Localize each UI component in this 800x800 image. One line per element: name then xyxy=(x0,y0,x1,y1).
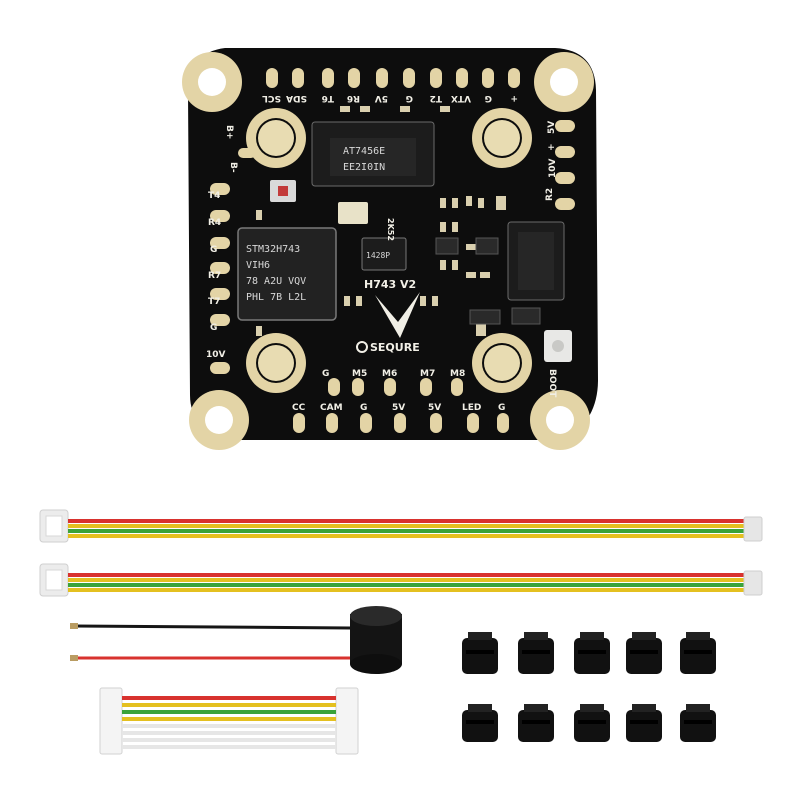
pad-label: CC xyxy=(292,403,306,413)
ribbon-cable xyxy=(99,687,359,755)
osd-text-2: EE2I0IN xyxy=(343,162,385,173)
jst-cable-1 xyxy=(39,509,763,543)
pad-label: + xyxy=(510,93,518,103)
pad-label: T2 xyxy=(430,93,442,103)
pad-label: G xyxy=(210,323,217,333)
pad-label: LED xyxy=(462,403,481,413)
mount-hole-bottom-left xyxy=(189,390,249,450)
pad-label: G xyxy=(322,369,329,379)
jst-cable-2 xyxy=(39,563,763,597)
brand-icon xyxy=(356,341,368,353)
osd-text-1: AT7456E xyxy=(343,146,385,157)
sequre-logo-mark xyxy=(375,292,420,338)
grommet xyxy=(680,632,716,674)
pad-label: VTX xyxy=(451,93,471,103)
pad-label: R4 xyxy=(208,218,221,228)
baro-sensor xyxy=(338,202,368,224)
inner-mount-hole-br xyxy=(472,333,532,393)
grommet xyxy=(574,632,610,674)
mount-hole-top-left xyxy=(182,52,242,112)
pad-label: M8 xyxy=(450,369,465,379)
boot-button xyxy=(544,330,572,362)
pad-label: 5V xyxy=(428,403,441,413)
inductors xyxy=(435,237,541,325)
grommet xyxy=(462,704,498,742)
inner-mount-hole-bl xyxy=(246,333,306,393)
inner-mount-hole-tl xyxy=(246,108,306,168)
pad-label: 10V xyxy=(206,350,226,360)
pad-label: T7 xyxy=(208,297,220,307)
boot-label: BOOT xyxy=(547,369,557,398)
left-pad-column xyxy=(210,183,230,374)
top-pad-labels: SCL SDA T6 R6 5V G T2 VTX G + xyxy=(262,93,518,103)
pad-label: G xyxy=(210,245,217,255)
mcu-text-2: VIH6 xyxy=(246,260,270,271)
pad-label: SCL xyxy=(262,93,281,103)
pad-label: T4 xyxy=(208,191,220,201)
small-chip-top: 2K52 xyxy=(386,218,395,241)
pad-label: M5 xyxy=(352,369,367,379)
bottom-pad-row xyxy=(293,413,509,433)
grommet xyxy=(518,704,554,742)
pad-label: G xyxy=(406,93,413,103)
pad-label: B+ xyxy=(224,125,234,139)
right-pad-column xyxy=(555,120,575,210)
right-pad-labels: 5V + 10V R2 xyxy=(545,121,558,201)
grommet xyxy=(626,632,662,674)
motor-pad-labels: G M5 M6 M7 M8 xyxy=(322,369,465,379)
grommet xyxy=(680,704,716,742)
inner-mount-hole-tr xyxy=(472,108,532,168)
pad-label: + xyxy=(547,143,557,151)
grommet-set xyxy=(462,632,716,742)
grommet xyxy=(574,704,610,742)
bottom-pad-labels: CC CAM G 5V 5V LED G xyxy=(292,403,505,413)
grommet xyxy=(462,632,498,674)
pad-label: B- xyxy=(228,162,238,173)
left-pad-labels: T4 R4 G R7 T7 G 10V B+ B- xyxy=(206,125,238,360)
pad-label: R6 xyxy=(347,93,360,103)
pad-label: G xyxy=(485,93,492,103)
small-chip: 1428P xyxy=(361,237,407,271)
grommet xyxy=(518,632,554,674)
pad-label: R2 xyxy=(545,188,555,201)
mcu-text-4: PHL 7B L2L xyxy=(246,292,306,303)
flight-controller-board: SCL SDA T6 R6 5V G T2 VTX G + T4 R4 G R7 xyxy=(182,48,598,450)
pad-label: 5V xyxy=(375,93,388,103)
pad-label: G xyxy=(360,403,367,413)
mount-hole-bottom-right xyxy=(530,390,590,450)
buzzer xyxy=(70,606,402,674)
pad-label: M7 xyxy=(420,369,435,379)
mcu-text-3: 78 A2U VQV xyxy=(246,276,306,287)
pad-label: 5V xyxy=(392,403,405,413)
pad-label: M6 xyxy=(382,369,397,379)
pad-label: SDA xyxy=(286,93,307,103)
small-chip-text: 1428P xyxy=(366,251,390,260)
top-pad-row xyxy=(266,68,520,88)
pad-label: R7 xyxy=(208,271,221,281)
mcu-text-1: STM32H743 xyxy=(246,244,300,255)
pad-label: CAM xyxy=(320,403,343,413)
model-label: H743 V2 xyxy=(364,278,416,291)
osd-chip: AT7456E EE2I0IN xyxy=(311,121,435,187)
brand-label: SEQURE xyxy=(370,341,420,354)
flash-chip xyxy=(507,221,565,301)
pad-label: 10V xyxy=(548,158,558,178)
pad-label: 5V xyxy=(547,121,557,134)
motor-pad-row xyxy=(328,378,463,396)
grommet xyxy=(626,704,662,742)
pad-label: T6 xyxy=(322,93,334,103)
passive-components xyxy=(256,106,506,336)
mcu-chip: STM32H743 VIH6 78 A2U VQV PHL 7B L2L xyxy=(237,227,337,321)
pad-label: G xyxy=(498,403,505,413)
mount-hole-top-right xyxy=(534,52,594,112)
battery-pad xyxy=(238,148,256,158)
led-indicator xyxy=(278,186,288,196)
